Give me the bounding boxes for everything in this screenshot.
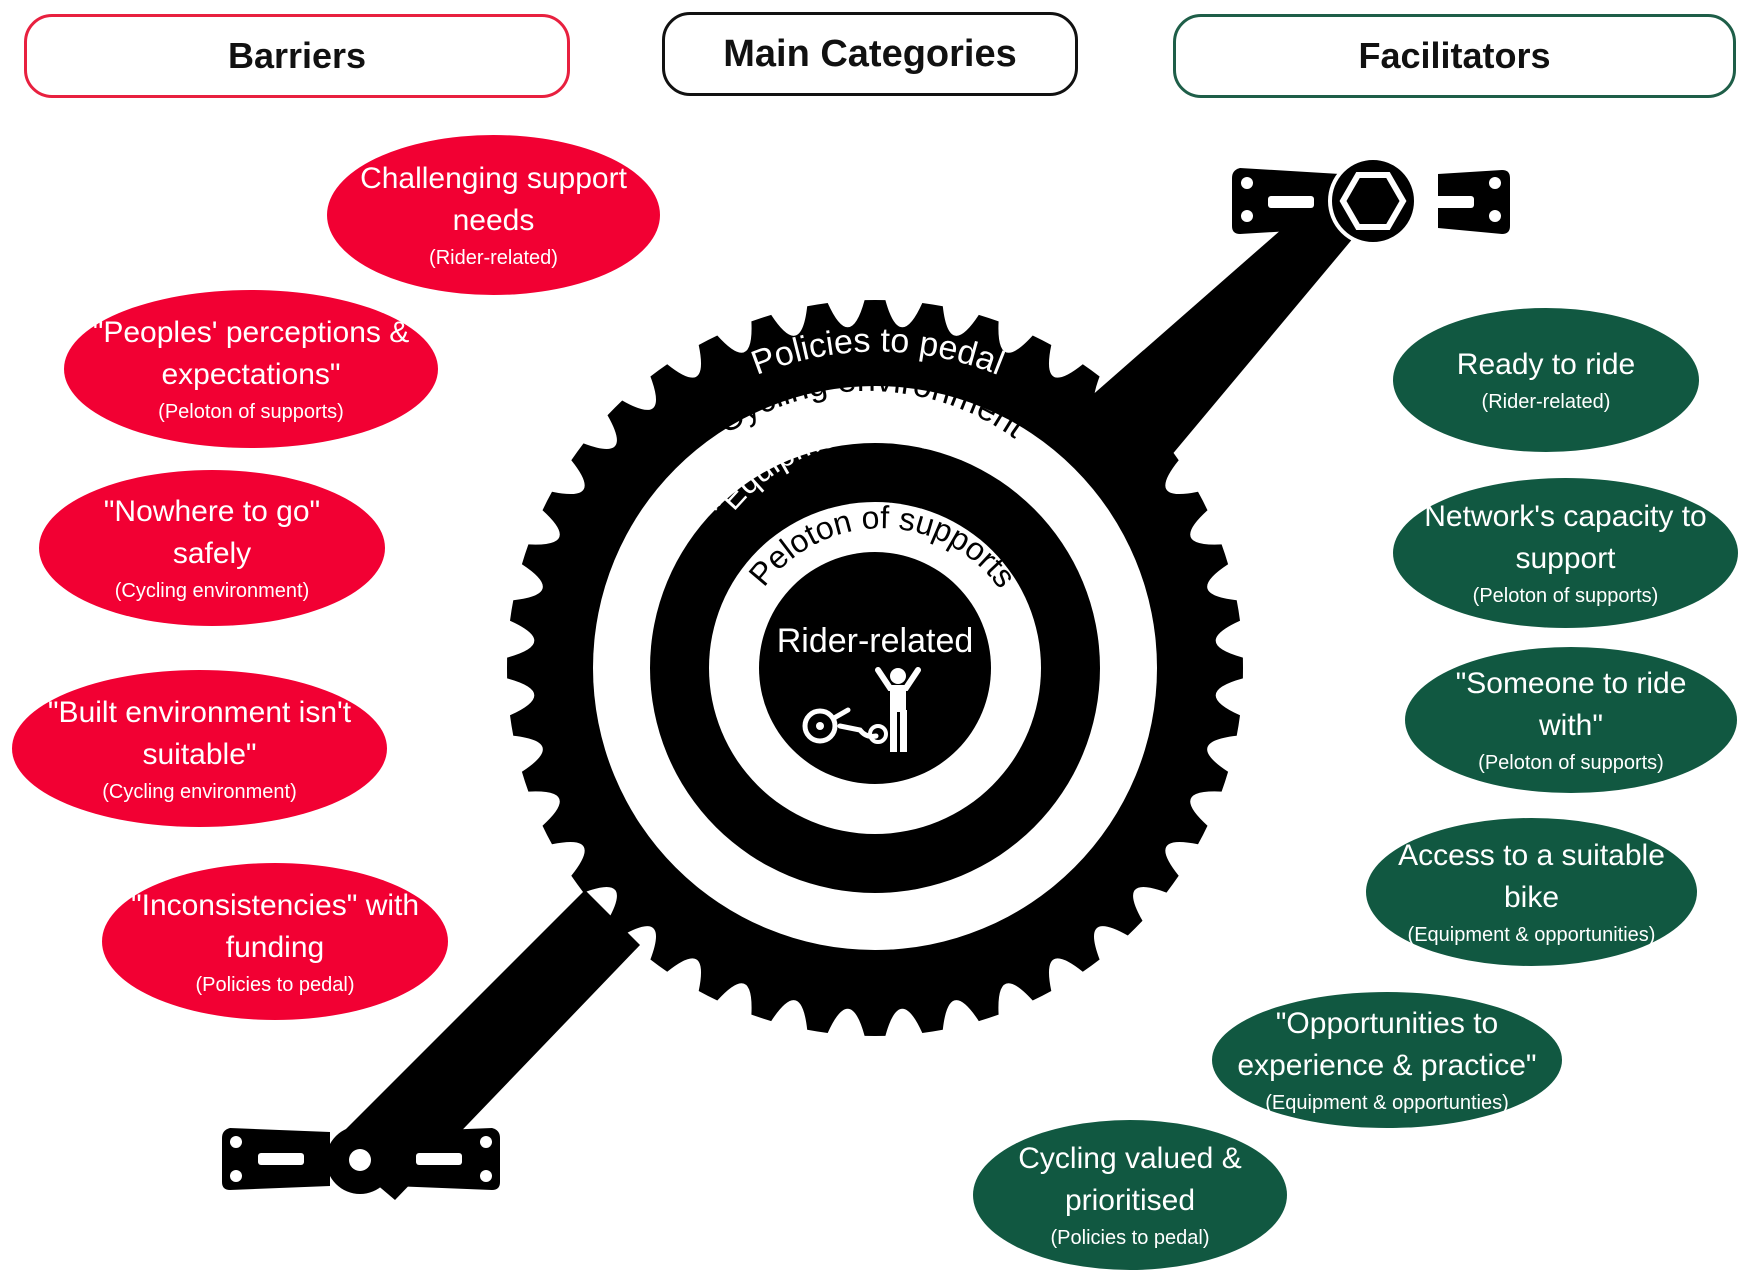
center-circle <box>759 552 991 784</box>
upper-pedal-mount <box>1232 156 1510 246</box>
lower-pedal-mount <box>222 1126 500 1194</box>
facilitator-category: (Equipment & opportunties) <box>1265 1092 1509 1114</box>
barrier-bubble: Challenging support needs (Rider-related… <box>327 135 660 295</box>
barrier-category: (Policies to pedal) <box>195 973 355 996</box>
facilitator-bubble: Cycling valued & prioritised (Policies t… <box>973 1120 1287 1270</box>
barrier-label: "Nowhere to go" safely <box>103 495 321 570</box>
barriers-header: Barriers <box>24 14 570 98</box>
lower-crank-arm <box>330 890 640 1200</box>
ring-label-rider: Rider-related <box>777 622 974 660</box>
facilitator-category: (Policies to pedal) <box>1050 1227 1210 1249</box>
upper-crank-arm <box>1073 165 1385 487</box>
barrier-category: (Cycling environment) <box>114 580 310 602</box>
barrier-category: (Peloton of supports) <box>158 401 344 423</box>
barrier-bubble: "Built environment isn't suitable" (Cycl… <box>12 670 387 827</box>
facilitators-header: Facilitators <box>1173 14 1736 98</box>
facilitator-category: (Peloton of supports) <box>1478 752 1664 774</box>
facilitator-label: "Someone to ride with" <box>1455 667 1687 742</box>
facilitator-label: Ready to ride <box>1456 348 1636 381</box>
facilitator-category: (Equipment & opportunities) <box>1407 924 1656 946</box>
facilitator-label: Network's capacity to support <box>1424 500 1707 575</box>
facilitator-bubble: "Opportunities to experience & practice"… <box>1212 992 1562 1128</box>
barrier-bubble: "Inconsistencies" with funding (Policies… <box>102 863 448 1020</box>
facilitator-bubble: Network's capacity to support (Peloton o… <box>1393 478 1738 628</box>
facilitator-category: (Peloton of supports) <box>1472 585 1659 607</box>
facilitator-category: (Rider-related) <box>1481 391 1611 413</box>
barrier-category: (Cycling environment) <box>102 780 297 803</box>
facilitator-label: Access to a suitable bike <box>1398 839 1665 914</box>
facilitator-label: Cycling valued & prioritised <box>1018 1142 1242 1217</box>
facilitator-bubble: Access to a suitable bike (Equipment & o… <box>1366 818 1697 966</box>
barrier-label: "Built environment isn't suitable" <box>47 695 352 771</box>
barrier-bubble: "Nowhere to go" safely (Cycling environm… <box>39 470 385 626</box>
barrier-label: "Peoples' perceptions & expectations" <box>92 316 410 391</box>
barrier-bubble: "Peoples' perceptions & expectations" (P… <box>64 290 438 448</box>
barrier-category: (Rider-related) <box>429 247 558 269</box>
main-categories-header: Main Categories <box>662 12 1078 96</box>
barrier-label: Challenging support needs <box>360 162 627 237</box>
facilitator-label: "Opportunities to experience & practice" <box>1237 1007 1537 1082</box>
facilitator-bubble: Ready to ride (Rider-related) <box>1393 308 1699 452</box>
barrier-label: "Inconsistencies" with funding <box>130 888 420 964</box>
rider-icon <box>802 667 921 752</box>
facilitator-bubble: "Someone to ride with" (Peloton of suppo… <box>1405 647 1737 793</box>
